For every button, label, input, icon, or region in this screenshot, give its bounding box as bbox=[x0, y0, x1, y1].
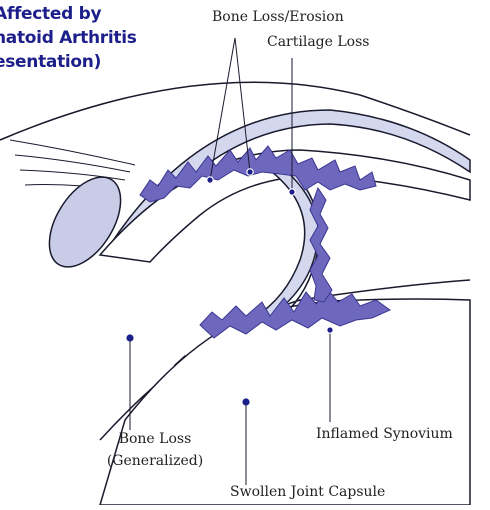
title-line-1: Affected by bbox=[0, 2, 137, 26]
label-bone-loss-line-2: (Generalized) bbox=[104, 452, 206, 470]
diagram-title: Affected by natoid Arthritis esentation) bbox=[0, 2, 137, 74]
bursa-oval bbox=[35, 165, 135, 279]
synovium-vertical bbox=[310, 188, 332, 302]
title-line-3: esentation) bbox=[0, 50, 137, 74]
label-inflamed-synovium: Inflamed Synovium bbox=[316, 425, 453, 443]
lower-bone bbox=[100, 299, 470, 505]
label-bone-loss-line-1: Bone Loss bbox=[104, 430, 206, 448]
label-cartilage-loss: Cartilage Loss bbox=[267, 33, 369, 51]
label-swollen-joint-capsule: Swollen Joint Capsule bbox=[230, 483, 385, 501]
tendon-lines bbox=[10, 140, 135, 190]
label-bone-loss-erosion: Bone Loss/Erosion bbox=[212, 8, 344, 26]
label-bone-loss-generalized: Bone Loss (Generalized) bbox=[104, 430, 206, 470]
title-line-2: natoid Arthritis bbox=[0, 26, 137, 50]
